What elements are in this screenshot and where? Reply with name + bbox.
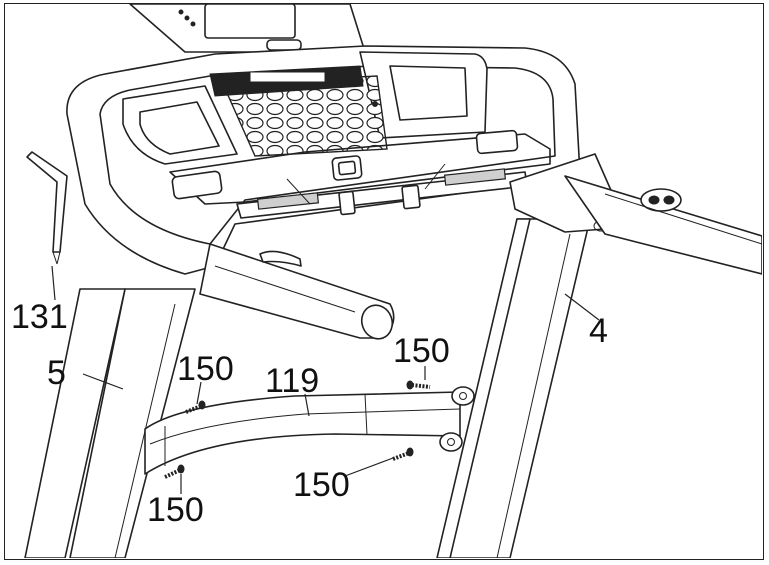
callout-4: 4 <box>589 312 608 350</box>
diagram-frame: 131 4 5 119 150 150 150 150 <box>4 3 764 560</box>
console-assembly <box>66 4 618 275</box>
callout-150-top-right: 150 <box>393 332 450 370</box>
bolt-top-right <box>406 380 431 390</box>
callout-150-bottom-left: 150 <box>147 491 204 529</box>
callout-150-top-left: 150 <box>177 350 234 388</box>
left-handlebar <box>199 243 395 340</box>
hex-key <box>26 151 68 265</box>
crossbar <box>144 386 475 475</box>
leader-lines <box>51 265 600 494</box>
callout-119: 119 <box>265 362 319 400</box>
callout-131: 131 <box>11 298 68 336</box>
bolt-bottom-left <box>164 464 185 479</box>
bolt-bottom-right <box>392 447 414 461</box>
bolt-top-left <box>185 400 206 414</box>
right-handlebar <box>564 175 762 275</box>
callout-150-bottom-right: 150 <box>293 466 350 504</box>
callout-5: 5 <box>47 354 66 392</box>
treadmill-assembly-diagram: 131 4 5 119 150 150 150 150 <box>11 4 762 558</box>
